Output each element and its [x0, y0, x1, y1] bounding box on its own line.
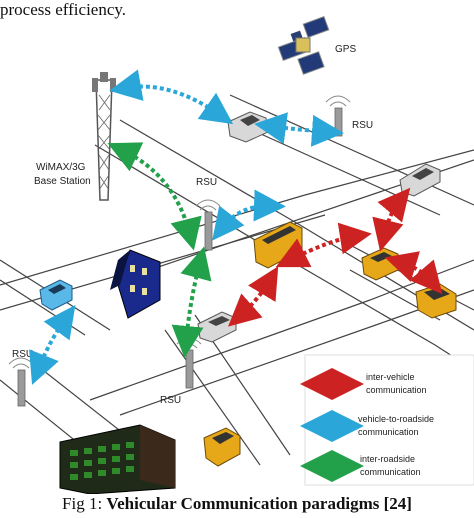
- rsu-antenna-icon-left: [8, 357, 34, 407]
- link-bus-to-car-right: [275, 222, 372, 268]
- link-rsu-center-to-bus: [212, 189, 286, 241]
- vehicle-icon-yellow-bus: [253, 221, 303, 269]
- link-white-to-bus: [228, 266, 279, 327]
- link-car-to-rsu-top: [254, 112, 344, 147]
- house-building-icon: [110, 249, 161, 319]
- link-base-to-car: [109, 69, 234, 125]
- legend-label-line1: inter-roadside: [360, 454, 415, 464]
- legend-label-line2: communication: [360, 467, 421, 477]
- gps-satellite-icon: [277, 16, 330, 75]
- inter-vehicle-links: [228, 187, 443, 327]
- vehicle-icon-white-right: [399, 163, 441, 197]
- link-yellow-to-yellow: [384, 251, 443, 295]
- legend-item-vehicle-to-roadside: vehicle-to-roadside communication: [300, 410, 434, 442]
- vehicle-to-roadside-links: [29, 69, 344, 385]
- vehicle-icon-yellow-right-1: [361, 247, 399, 281]
- office-building-icon: [59, 424, 176, 494]
- link-base-to-rsu-center: [107, 142, 202, 251]
- legend: inter-vehicle communication vehicle-to-r…: [300, 354, 474, 486]
- inter-roadside-links: [107, 142, 212, 358]
- rsu-label-top-right: RSU: [352, 120, 373, 131]
- caption-title: Vehicular Communication paradigms [24]: [106, 494, 412, 513]
- legend-item-inter-roadside: inter-roadside communication: [300, 450, 421, 482]
- rsu-antenna-icon-bottom: [176, 337, 202, 389]
- vehicular-diagram: GPS WiMAX/3G Base Station RSU RSU RSU: [0, 16, 474, 494]
- rsu-label-bottom: RSU: [160, 395, 181, 406]
- vehicle-icon-white-top: [227, 111, 269, 143]
- link-rsu-left-to-car: [29, 305, 76, 385]
- rsu-label-center: RSU: [196, 177, 217, 188]
- top-text: process efficiency.: [0, 0, 127, 19]
- legend-label-line2: communication: [366, 385, 427, 395]
- vehicle-icon-yellow-right-2: [415, 283, 457, 319]
- gps-label: GPS: [335, 44, 356, 55]
- rsu-label-left: RSU: [12, 349, 33, 360]
- legend-item-inter-vehicle: inter-vehicle communication: [300, 368, 427, 400]
- legend-label-line2: communication: [358, 427, 419, 437]
- caption-prefix: Fig 1:: [62, 494, 107, 513]
- vehicle-icon-blue-left: [39, 279, 73, 311]
- legend-label-line1: vehicle-to-roadside: [358, 414, 434, 424]
- vehicle-icon-white-center: [197, 311, 237, 343]
- legend-label-line1: inter-vehicle: [366, 372, 415, 382]
- vehicle-icon-yellow-bottom: [203, 427, 241, 467]
- base-station-label-line2: Base Station: [34, 176, 91, 187]
- link-car-right-to-white: [372, 187, 411, 252]
- base-station-tower-icon: [92, 72, 116, 201]
- rsu-antenna-icon-top-right: [325, 95, 351, 137]
- link-rsu-center-to-rsu-bottom: [171, 246, 212, 358]
- figure-caption: Fig 1: Vehicular Communication paradigms…: [0, 494, 474, 514]
- base-station-label-line1: WiMAX/3G: [36, 162, 86, 173]
